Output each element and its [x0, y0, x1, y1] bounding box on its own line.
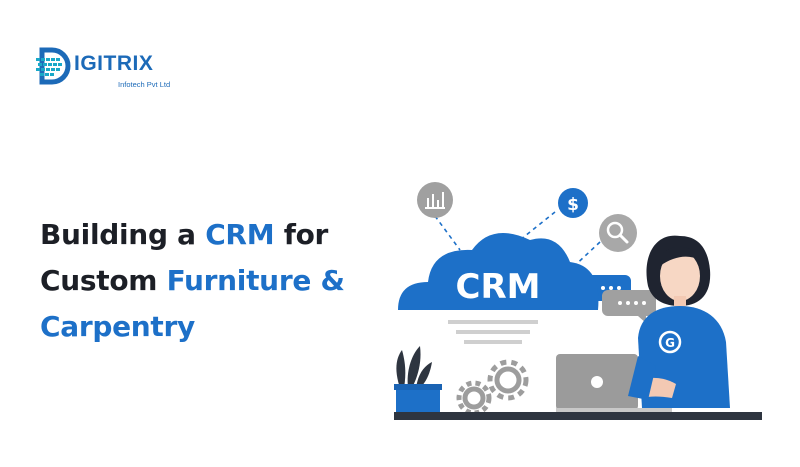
crm-cloud: CRM — [398, 232, 599, 310]
crm-illustration: $ CRM — [394, 182, 762, 420]
headline-part1: Building a — [40, 218, 206, 251]
dollar-symbol: $ — [567, 195, 579, 215]
headline-part2: for Custom — [40, 218, 329, 297]
desk — [394, 412, 762, 420]
plant-icon — [394, 346, 442, 414]
company-logo: IGITRIX Infotech Pvt Ltd — [36, 44, 176, 102]
globe-d-icon — [36, 47, 71, 85]
shirt-logo: G — [665, 336, 675, 350]
page-headline: Building a CRM for Custom Furniture & Ca… — [40, 212, 370, 350]
cloud-crm-label: CRM — [456, 267, 541, 307]
brand-tagline: Infotech Pvt Ltd — [118, 80, 171, 89]
dollar-icon: $ — [558, 188, 588, 218]
laptop-icon — [556, 354, 672, 412]
brand-name: IGITRIX — [74, 52, 154, 75]
person-figure: G — [628, 235, 730, 408]
gear-icon — [456, 359, 529, 416]
headline-accent-crm: CRM — [205, 218, 275, 251]
headline-accent-furniture: Furniture & Carpentry — [40, 264, 345, 343]
bar-chart-icon — [417, 182, 453, 218]
search-icon — [599, 214, 637, 252]
